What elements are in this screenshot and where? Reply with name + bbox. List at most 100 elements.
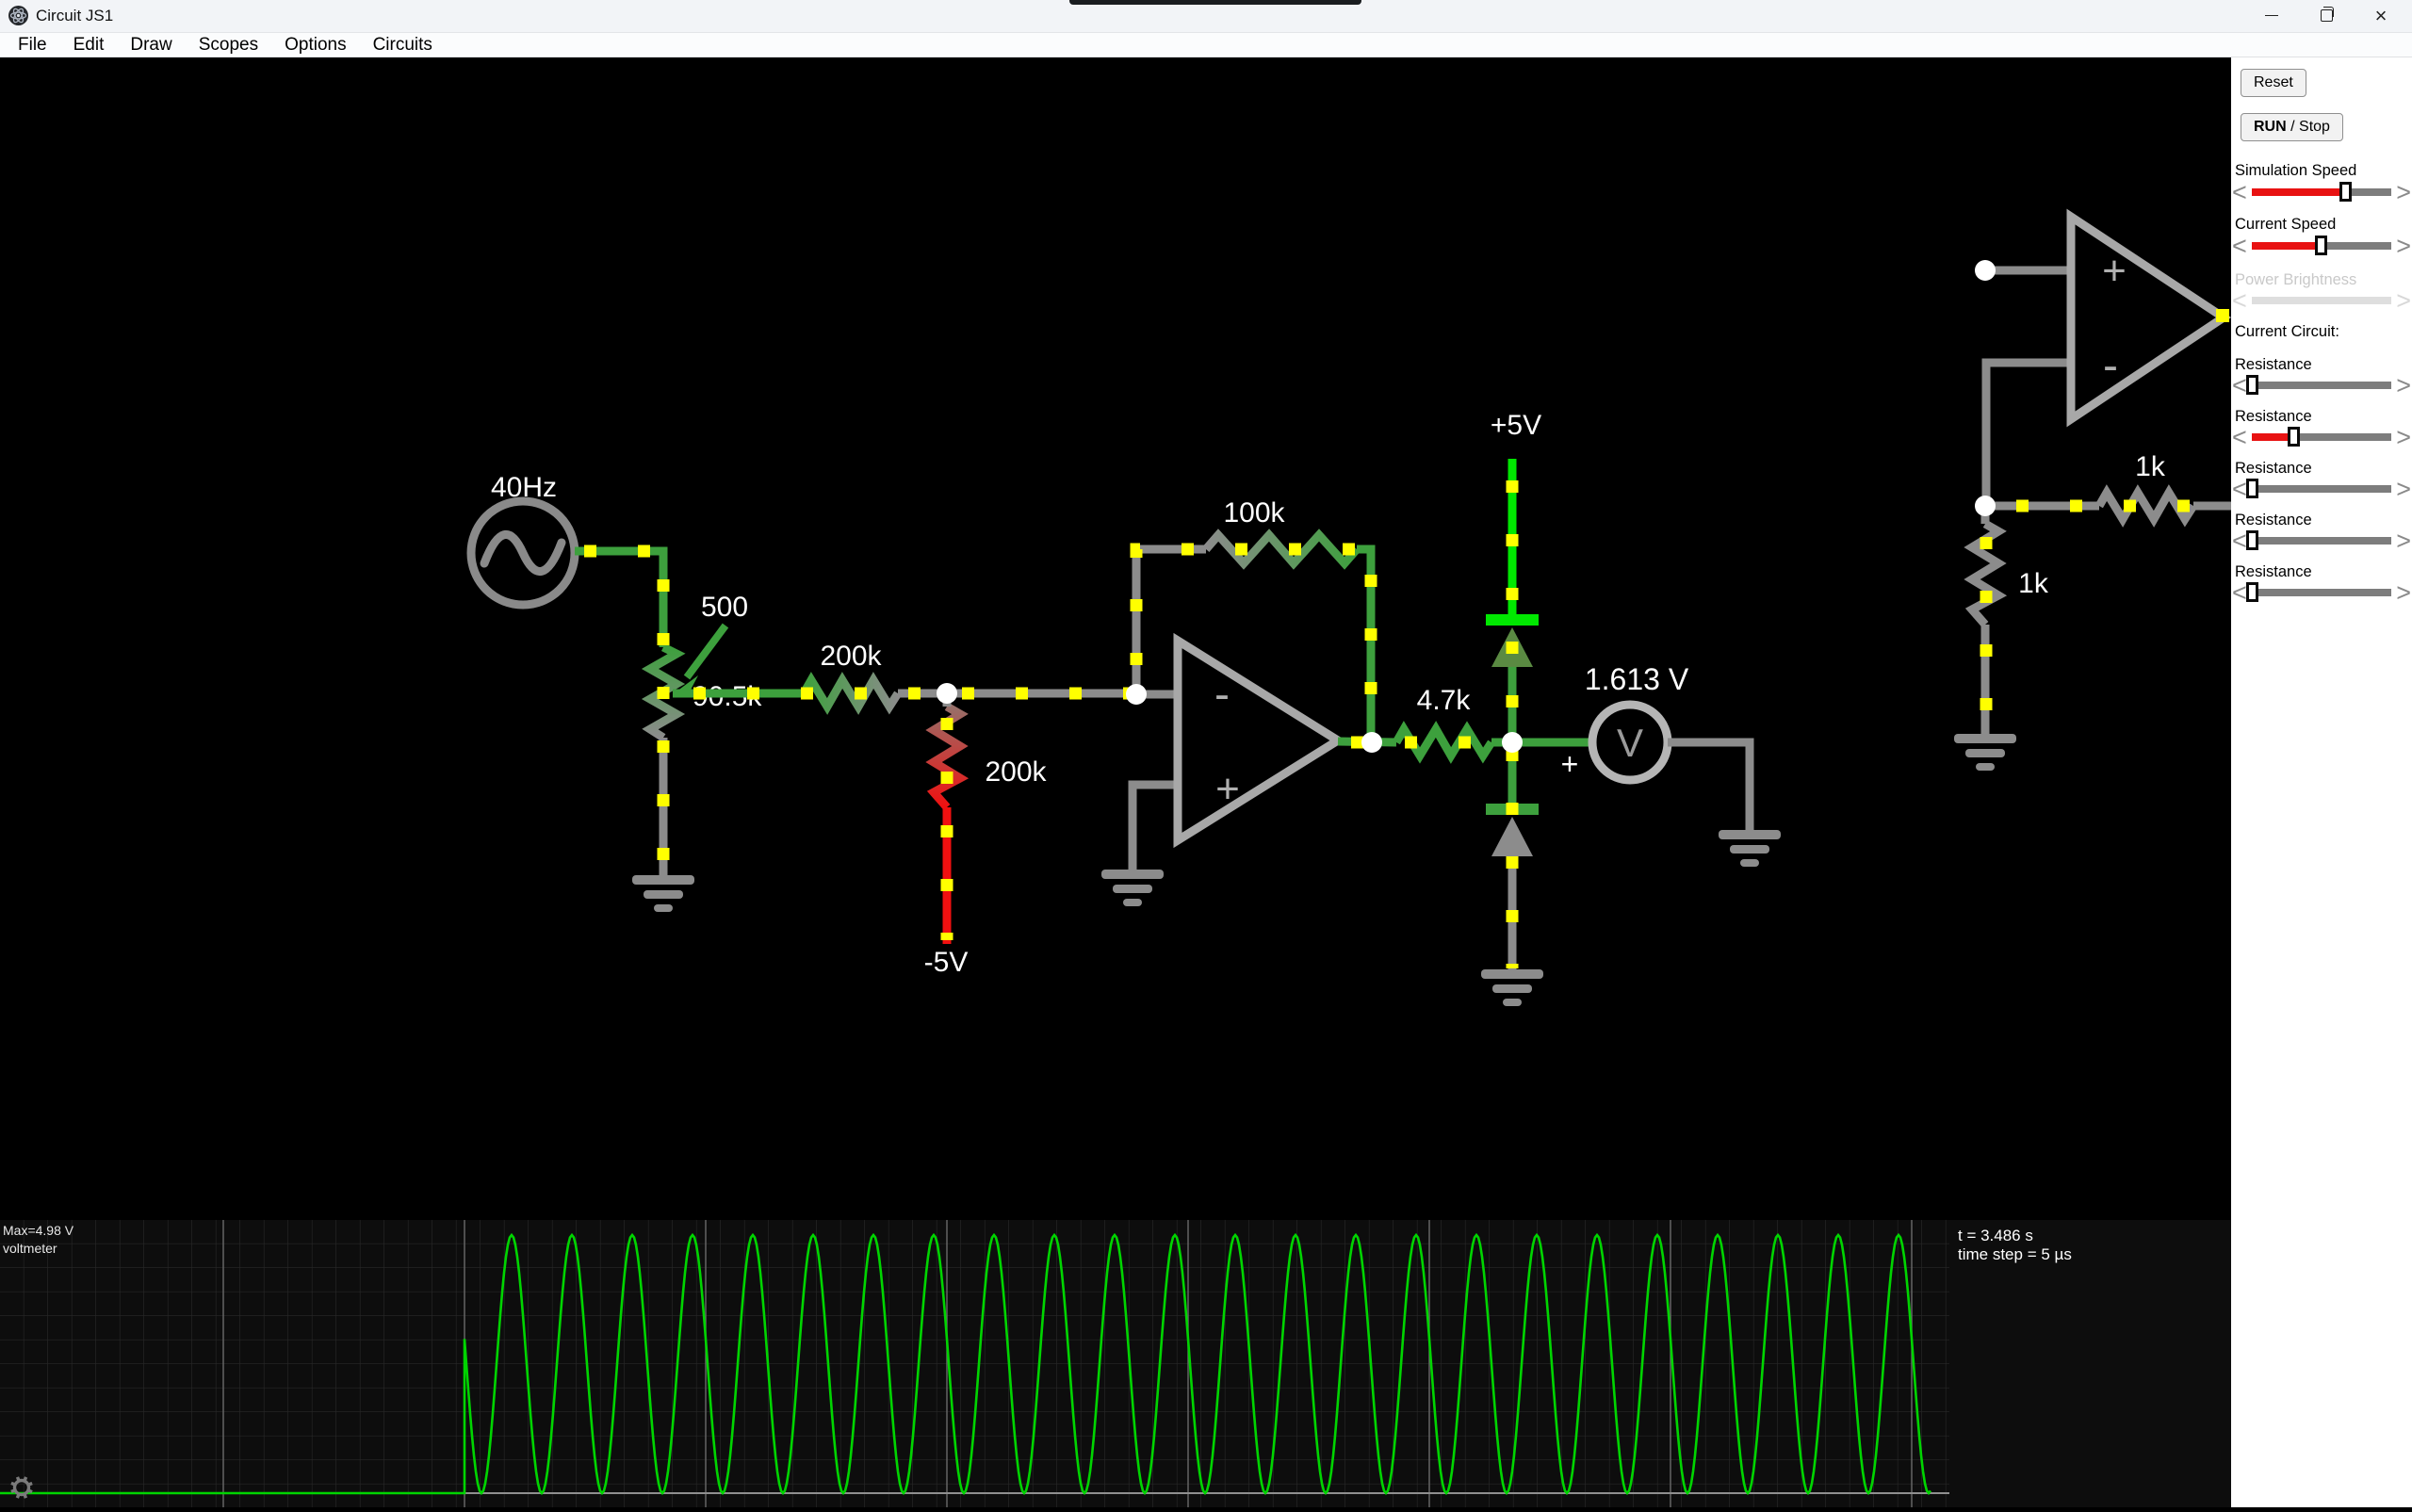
menu-circuits[interactable]: Circuits: [372, 34, 432, 55]
current-circuit-label: Current Circuit:: [2235, 323, 2339, 340]
neg-rail-label: -5V: [924, 947, 969, 978]
component-labels: 40Hz 500 200k 200k -5V 100k 4.7k +5V 1.6…: [491, 410, 2166, 978]
scope-settings-gear-icon[interactable]: [10, 1476, 33, 1499]
terminal-posts: [937, 260, 1996, 753]
resistance-slider-5[interactable]: < >: [2231, 578, 2412, 607]
slider-handle[interactable]: [2314, 236, 2327, 255]
menu-file[interactable]: File: [18, 34, 47, 55]
voltmeter-reading: 1.613 V: [1585, 662, 1689, 696]
slider-left-arrow-icon[interactable]: <: [2232, 178, 2247, 206]
slider-handle[interactable]: [2245, 375, 2258, 395]
opamp2-plus-sign: +: [2102, 248, 2127, 294]
slider-handle[interactable]: [2245, 530, 2258, 550]
r-out-label: 4.7k: [1417, 685, 1472, 716]
slider-left-arrow-icon[interactable]: <: [2232, 371, 2247, 399]
slider-handle[interactable]: [2339, 182, 2353, 202]
voltmeter[interactable]: V +: [1512, 700, 1754, 834]
scope-timestep-label: time step = 5 µs: [1958, 1245, 2072, 1263]
close-icon: ×: [2374, 3, 2388, 27]
pot-wiper-arrow: [676, 675, 698, 693]
resistance-label-3: Resistance: [2235, 460, 2312, 477]
resistance-slider-3[interactable]: < >: [2231, 475, 2412, 503]
resistance-slider-1[interactable]: < >: [2231, 373, 2412, 398]
source-freq-label: 40Hz: [491, 472, 557, 503]
slider-left-arrow-icon[interactable]: <: [2232, 475, 2247, 503]
pot-total-label: 500: [701, 592, 748, 623]
resistance-label-4: Resistance: [2235, 512, 2312, 528]
r2-horizontal-label: 1k: [2135, 451, 2166, 482]
restore-button[interactable]: [2299, 0, 2354, 31]
window-titlebar[interactable]: Circuit JS1 ×: [0, 0, 2412, 33]
scope-max-label: Max=4.98 V: [3, 1223, 74, 1238]
slider-right-arrow-icon[interactable]: >: [2396, 371, 2411, 399]
stop-label: Stop: [2299, 119, 2330, 135]
opamp-1[interactable]: - +: [1128, 632, 1346, 873]
scope-grid: [0, 1220, 1949, 1507]
background-window-edge: [1069, 0, 1361, 5]
slider-handle[interactable]: [2245, 479, 2258, 498]
pos-rail-label: +5V: [1491, 410, 1541, 441]
slider-right-arrow-icon[interactable]: >: [2396, 178, 2411, 206]
restore-icon: [2320, 7, 2334, 22]
oscilloscope[interactable]: Max=4.98 V voltmeter t = 3.486 s time st…: [0, 1220, 2231, 1507]
control-sidebar: Reset RUN / Stop Simulation Speed < > Cu…: [2231, 57, 2412, 1507]
slider-left-arrow-icon[interactable]: <: [2232, 232, 2247, 260]
r-series-label: 200k: [820, 641, 882, 672]
slider-left-arrow-icon: <: [2232, 286, 2247, 315]
run-stop-button[interactable]: RUN / Stop: [2241, 113, 2343, 141]
slider-handle[interactable]: [2245, 582, 2258, 602]
ground-voltmeter[interactable]: [1719, 830, 1781, 867]
r-shunt-label: 200k: [985, 756, 1047, 788]
slider-left-arrow-icon[interactable]: <: [2232, 423, 2247, 451]
resistor-100k-feedback[interactable]: [1202, 528, 1361, 570]
menu-draw[interactable]: Draw: [130, 34, 172, 55]
opamp1-minus-sign: -: [1214, 670, 1230, 720]
reset-button[interactable]: Reset: [2241, 69, 2306, 97]
app-icon: [8, 6, 28, 25]
window-title: Circuit JS1: [36, 7, 114, 24]
slider-right-arrow-icon[interactable]: >: [2396, 232, 2411, 260]
ground-pot[interactable]: [632, 875, 694, 912]
run-label: RUN: [2254, 119, 2287, 135]
current-speed-slider[interactable]: < >: [2231, 232, 2412, 260]
simulation-canvas[interactable]: Max=4.98 V voltmeter t = 3.486 s time st…: [0, 0, 2232, 1507]
slider-handle[interactable]: [2288, 427, 2301, 447]
r-feedback-label: 100k: [1223, 497, 1285, 528]
scope-waveform: [0, 1232, 1932, 1496]
slider-right-arrow-icon: >: [2396, 286, 2411, 315]
voltmeter-plus-sign: +: [1561, 747, 1579, 781]
ground-opamp1[interactable]: [1101, 870, 1164, 906]
slider-right-arrow-icon[interactable]: >: [2396, 423, 2411, 451]
slider-left-arrow-icon[interactable]: <: [2232, 527, 2247, 555]
ground-right[interactable]: [1954, 734, 2016, 771]
resistance-slider-4[interactable]: < >: [2231, 527, 2412, 555]
resistor-200k-series[interactable]: [800, 672, 902, 715]
scope-time-label: t = 3.486 s: [1958, 1227, 2033, 1244]
scope-channel-label: voltmeter: [3, 1241, 57, 1256]
resistance-label-2: Resistance: [2235, 408, 2312, 425]
menu-edit[interactable]: Edit: [73, 34, 105, 55]
minimize-button[interactable]: [2244, 0, 2299, 31]
simulation-speed-label: Simulation Speed: [2235, 162, 2357, 179]
minimize-icon: [2265, 15, 2278, 16]
simulation-speed-slider[interactable]: < >: [2231, 178, 2412, 206]
resistance-label-5: Resistance: [2235, 563, 2312, 580]
resistor-4.7k[interactable]: [1393, 721, 1495, 764]
wires-source-to-pot[interactable]: [575, 546, 668, 647]
slider-right-arrow-icon[interactable]: >: [2396, 475, 2411, 503]
scope-major-gridlines: [222, 1220, 1913, 1507]
slider-left-arrow-icon[interactable]: <: [2232, 578, 2247, 607]
slider-right-arrow-icon[interactable]: >: [2396, 527, 2411, 555]
resistance-label-1: Resistance: [2235, 356, 2312, 373]
run-separator: /: [2286, 119, 2300, 135]
ground-diode[interactable]: [1481, 969, 1543, 1006]
menu-options[interactable]: Options: [285, 34, 347, 55]
close-button[interactable]: ×: [2354, 0, 2408, 31]
power-brightness-label: Power Brightness: [2235, 271, 2357, 288]
slider-right-arrow-icon[interactable]: >: [2396, 578, 2411, 607]
opamp-2[interactable]: + -: [1981, 208, 2232, 506]
resistor-1k-horizontal[interactable]: [2095, 484, 2197, 528]
menu-scopes[interactable]: Scopes: [198, 34, 259, 55]
resistance-slider-2[interactable]: < >: [2231, 423, 2412, 451]
wire-feedback-right[interactable]: [1357, 545, 1376, 742]
